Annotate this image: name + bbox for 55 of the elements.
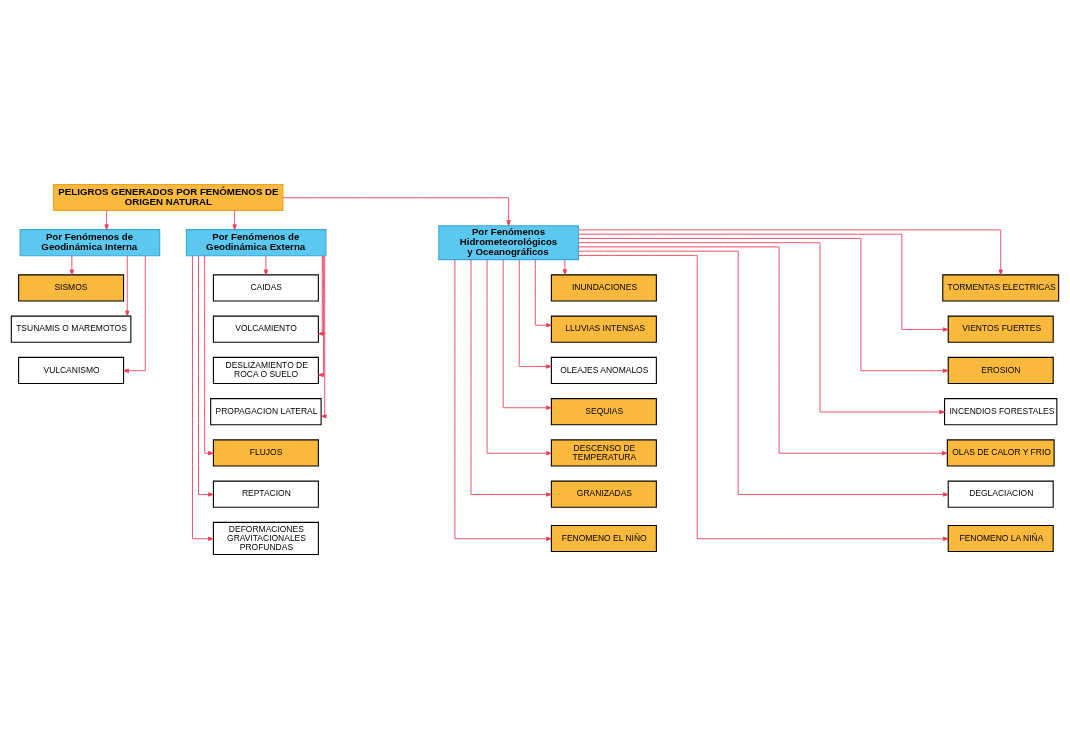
arrow	[282, 196, 511, 226]
node-box: OLEAJES ANOMALOS	[550, 356, 657, 384]
node-box: SEQUIAS	[550, 397, 657, 425]
arrow	[502, 258, 552, 410]
arrow	[198, 254, 214, 497]
arrow	[578, 241, 945, 414]
node-box: OLAS DE CALOR Y FRIO	[946, 438, 1055, 467]
node-box: VOLCAMIENTO	[212, 315, 319, 343]
arrow	[320, 255, 327, 418]
arrow	[577, 237, 949, 373]
node-box: TORMENTAS ELECTRICAS	[942, 273, 1060, 301]
node-box: INUNDACIONES	[550, 273, 657, 301]
node-box: Por Fenómenos Hidrometeorológicos y Oceanográficos	[438, 224, 579, 260]
node-box: SISMOS	[18, 273, 125, 301]
node-box: INCENDIOS FORESTALES	[944, 397, 1058, 425]
arrow	[562, 258, 568, 275]
arrow	[470, 258, 552, 497]
arrow	[125, 254, 130, 316]
node-box: Por Fenómenos de Geodinámica Externa	[185, 228, 327, 256]
arrow	[454, 258, 552, 541]
node-box: TSUNAMIS O MAREMOTOS	[10, 315, 132, 343]
arrow	[192, 254, 214, 541]
node-box: EROSION	[947, 356, 1054, 384]
arrow	[104, 209, 109, 230]
arrow	[69, 254, 74, 275]
arrow	[232, 209, 237, 230]
arrow	[577, 250, 949, 497]
arrow	[578, 233, 949, 332]
node-box: PROPAGACION LATERAL	[210, 397, 322, 425]
node-box: VULCANISMO	[18, 356, 125, 384]
node-box: FENOMENO LA NIÑA	[947, 524, 1054, 552]
arrow	[534, 258, 552, 327]
node-box: CAIDAS	[212, 273, 319, 301]
arrow	[578, 245, 948, 455]
arrow	[486, 258, 552, 455]
node-box: GRANIZADAS	[550, 480, 657, 508]
node-box: DESCENSO DE TEMPERATURA	[550, 438, 657, 467]
node-box: VIENTOS FUERTES	[947, 315, 1054, 343]
arrow	[263, 254, 269, 275]
node-box: FLUJOS	[212, 438, 319, 467]
arrow	[578, 254, 949, 541]
node-box: DESLIZAMIENTO DE ROCA O SUELO	[212, 356, 319, 384]
node-box: LLUVIAS INTENSAS	[550, 315, 657, 343]
node-box: REPTACION	[212, 480, 319, 508]
node-box: PELIGROS GENERADOS POR FENÓMENOS DE ORIGEN NATURAL	[52, 183, 284, 211]
arrow	[123, 254, 146, 373]
node-box: Por Fenómenos de Geodinámica Interna	[19, 228, 161, 256]
arrow	[578, 229, 1003, 275]
node-box: DEGLACIACION	[947, 480, 1054, 508]
node-box: FENOMENO EL NIÑO	[550, 524, 657, 552]
arrow	[204, 254, 214, 455]
node-box: DEFORMACIONES GRAVITACIONALES PROFUNDAS	[212, 521, 319, 555]
arrow	[318, 254, 324, 336]
arrow	[317, 254, 324, 377]
arrow	[518, 258, 552, 369]
